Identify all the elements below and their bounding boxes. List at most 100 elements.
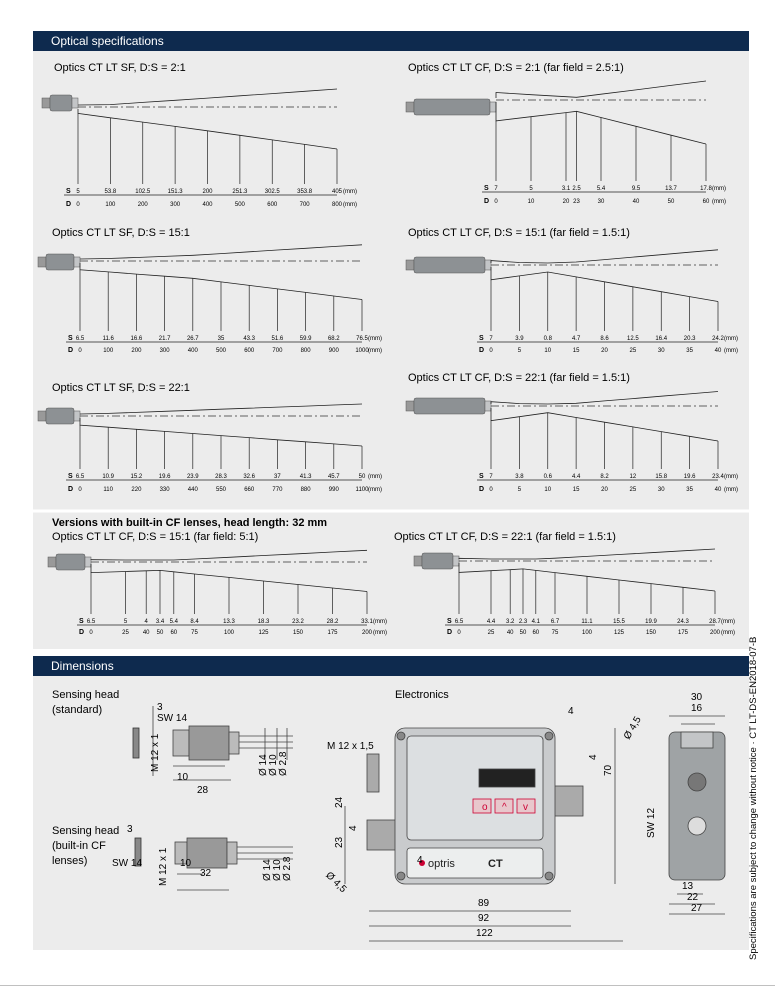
d-value: 35 [686,487,693,493]
sensor-tip [73,410,81,422]
d-label: D [479,347,484,354]
s-value: 3.2 [506,619,515,625]
up-icon: ^ [502,802,507,813]
d-value: 900 [329,348,340,354]
dim-d28: Ø 2.8 [278,751,289,776]
s-value: 4.1 [532,619,541,625]
sensing-head-cf-sub2: lenses) [52,855,88,867]
s-value: 12.5 [627,336,639,342]
s-value: 45.7 [328,474,340,480]
unit-label: (mm) [368,348,382,354]
unit-label: (mm) [724,487,738,493]
d-value: 800 [301,348,312,354]
dim-4-right: 4 [588,754,599,760]
s-label: S [68,473,73,480]
d-label: D [479,486,484,493]
sensing-head-cf-drawing [134,837,293,891]
d-value: 30 [658,348,665,354]
diagram-title: Optics CT LT CF, D:S = 2:1 (far field = … [408,62,624,74]
down-arrow-icon: v [523,802,528,813]
s-value: 5.4 [597,186,606,192]
d-label: D [447,629,452,636]
d-value: 40 [507,630,514,636]
s-value: 68.2 [328,336,340,342]
s-value: 23.2 [292,619,304,625]
unit-label: (mm) [724,474,738,480]
dim-13: 13 [682,881,694,892]
d-value: 990 [329,487,340,493]
d-value: 23 [573,199,580,205]
dim-10: 10 [180,858,192,869]
s-label: S [484,185,489,192]
d-label: D [68,486,73,493]
s-value: 8.4 [190,619,199,625]
s-value: 151.3 [168,189,184,195]
s-value: 18.3 [258,619,270,625]
s-value: 23.4 [712,474,724,480]
s-value: 53.8 [105,189,117,195]
unit-label: (mm) [724,348,738,354]
d-value: 50 [668,199,675,205]
dim-3: 3 [157,702,163,713]
d-value: 30 [598,199,605,205]
field-lower-edge [90,564,368,592]
sensor-cable [413,555,423,567]
s-value: 11.1 [581,619,593,625]
diagram-title: Optics CT LT SF, D:S = 22:1 [52,382,190,394]
s-value: 5.4 [170,619,179,625]
dim-89: 89 [478,898,490,909]
s-value: 8.2 [600,474,609,480]
d-value: 300 [170,202,181,208]
d-value: 770 [272,487,283,493]
d-value: 40 [715,348,722,354]
d-value: 100 [582,630,593,636]
dim-70: 70 [603,764,614,776]
dim-m12: M 12 x 1 [150,733,161,772]
s-value: 3.1 [562,186,571,192]
s-value: 19.9 [645,619,657,625]
d-value: 700 [272,348,283,354]
sensor-tip [73,256,81,268]
dim-sw12: SW 12 [646,807,657,838]
s-value: 15.8 [655,474,667,480]
s-value: 4 [145,619,149,625]
d-value: 330 [160,487,171,493]
sensor-head [55,553,86,571]
d-value: 0 [78,348,82,354]
field-lower-edge [495,102,707,145]
s-value: 102.5 [135,189,151,195]
dim-16: 16 [691,703,703,714]
sensor-cable [41,97,51,109]
field-upper-edge [490,249,719,264]
d-value: 1100 [356,487,370,493]
d-value: 1000 [355,348,369,354]
s-value: 5 [529,186,533,192]
sensing-head-cf-label: Sensing head [52,825,120,837]
dim-d28: Ø 2.8 [282,856,293,881]
d-value: 25 [122,630,129,636]
d-value: 400 [188,348,199,354]
d-value: 100 [105,202,116,208]
field-upper-edge [79,244,363,260]
dim-m12: M 12 x 1 [158,847,169,886]
s-value: 3.9 [515,336,524,342]
dim-4-bottom: 4 [417,855,423,866]
brand-label: optris [428,858,455,870]
sensor-head [413,98,491,116]
d-value: 500 [235,202,246,208]
s-label: S [447,618,452,625]
dim-sw14: SW 14 [157,713,188,724]
field-upper-edge [495,80,707,98]
dim-3: 3 [127,824,133,835]
optris-logo-icon [419,860,425,866]
sensing-head-standard-sub: (standard) [52,704,103,716]
sensor-cable [37,256,47,268]
unit-label: (mm) [343,189,357,195]
model-label: CT [488,858,503,870]
d-value: 40 [715,487,722,493]
unit-label: (mm) [712,186,726,192]
d-label: D [484,198,489,205]
d-value: 10 [528,199,535,205]
s-value: 12 [630,474,637,480]
